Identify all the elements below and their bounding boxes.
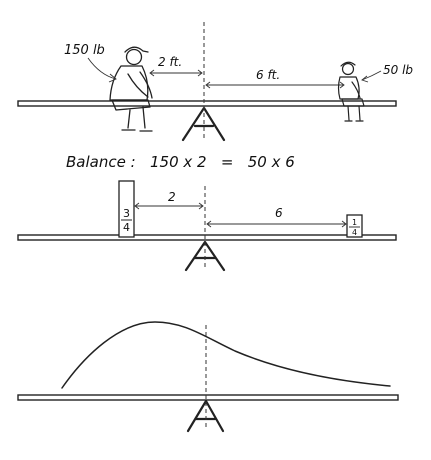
distribution-curve (61, 321, 391, 389)
left-block-denominator: 4 (123, 221, 130, 234)
balance-label: Balance : (66, 153, 136, 171)
small-person-figure (337, 61, 365, 122)
left-block (118, 180, 135, 238)
panel-blocks: 3 4 1 4 2 6 (17, 180, 397, 272)
right-weight-pointer (361, 70, 382, 81)
left-block-numerator: 3 (123, 207, 130, 220)
right-block-numerator: 1 (352, 218, 357, 227)
right-block-denominator: 4 (352, 228, 357, 237)
left-distance-label: 2 ft. (158, 55, 182, 69)
right-distance-label: 6 ft. (256, 68, 280, 82)
left-weight-pointer (87, 57, 117, 80)
seesaw-beam-2 (17, 234, 397, 241)
panel-people: 150 lb 2 ft. 6 ft. 50 lb (17, 22, 413, 142)
balance-expression: 150 x 2 = 50 x 6 (150, 153, 295, 171)
left-weight-label: 150 lb (64, 43, 105, 58)
block-left-distance-label: 2 (168, 190, 176, 204)
balance-equation: Balance : 150 x 2 = 50 x 6 (66, 153, 295, 171)
right-block (346, 214, 363, 238)
panel-distribution (17, 321, 399, 433)
right-weight-label: 50 lb (383, 63, 413, 77)
seesaw-beam-1 (17, 100, 397, 107)
large-person-figure (109, 46, 153, 132)
block-right-distance-label: 6 (275, 206, 283, 220)
seesaw-beam-3 (17, 394, 399, 401)
